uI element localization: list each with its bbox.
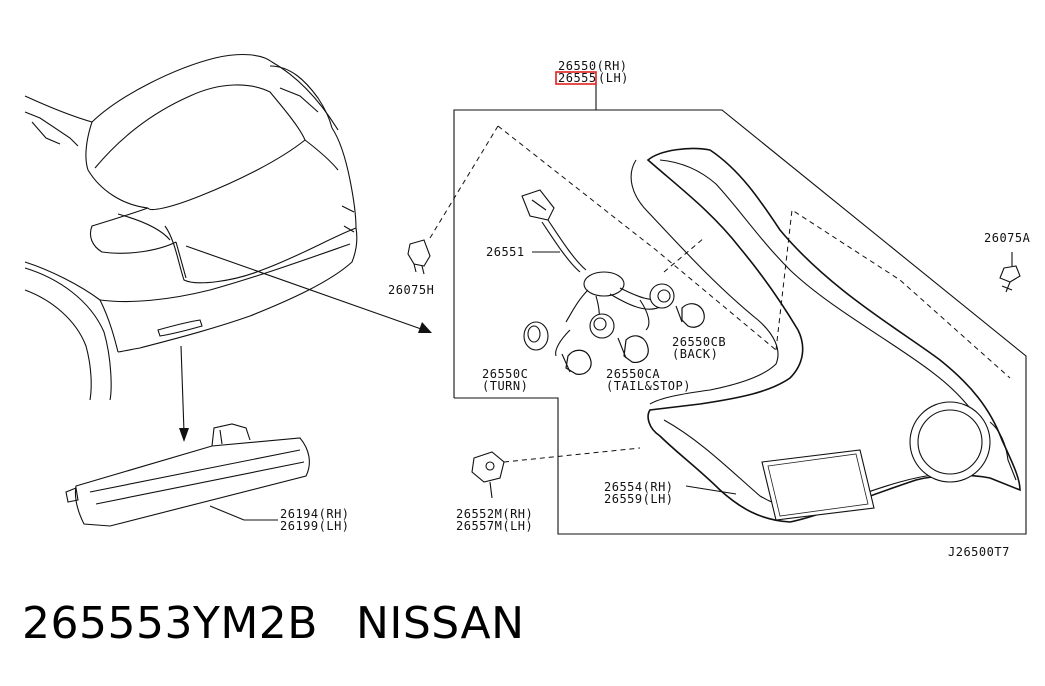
tail-lamp-lens-illustration [630, 147, 1021, 523]
vehicle-rear-illustration [24, 53, 358, 401]
turn-bulb-illustration [561, 349, 592, 375]
clip-left-label: 26075H [388, 283, 434, 297]
socket-lh-label: 26557M(LH) [456, 519, 533, 533]
socket-illustration [471, 447, 641, 499]
tail-bulb-name: (TAIL&STOP) [606, 379, 691, 393]
wiring-harness-illustration [521, 189, 675, 357]
figure-code: J26500T7 [948, 545, 1010, 559]
reflector-rh-label: 26194(RH) [280, 507, 350, 521]
assembly-lh-side: (LH) [598, 71, 629, 85]
highlight-box [555, 71, 597, 85]
turn-bulb-code: 26550C [482, 367, 528, 381]
bumper-reflector-illustration [65, 423, 310, 527]
turn-bulb-name: (TURN) [482, 379, 528, 393]
lens-rh-label: 26554(RH) [604, 480, 674, 494]
back-bulb-name: (BACK) [672, 347, 718, 361]
back-bulb-code: 26550CB [672, 335, 726, 349]
tail-bulb-code: 26550CA [606, 367, 660, 381]
back-bulb-illustration [675, 303, 705, 328]
screw-illustration [999, 252, 1021, 293]
screw-right-label: 26075A [984, 231, 1031, 245]
assembly-rh-label: 26550(RH) [558, 59, 628, 73]
footer: 265553YM2B NISSAN [22, 598, 563, 649]
vehicle-leader-arrows [179, 245, 432, 442]
assembly-lh-label-group: 26555 (LH) [555, 71, 629, 85]
clip-illustration [407, 239, 431, 275]
footer-brand: NISSAN [355, 598, 525, 649]
footer-part-number: 265553YM2B [22, 598, 318, 649]
tail-bulb-illustration [617, 335, 649, 363]
socket-rh-label: 26552M(RH) [456, 507, 533, 521]
reflector-lh-label: 26199(LH) [280, 519, 350, 533]
lamp-housing-dashed [429, 125, 1011, 379]
lens-lh-label: 26559(LH) [604, 492, 674, 506]
assembly-lh-code: 26555 [558, 71, 597, 85]
harness-label: 26551 [486, 245, 525, 259]
